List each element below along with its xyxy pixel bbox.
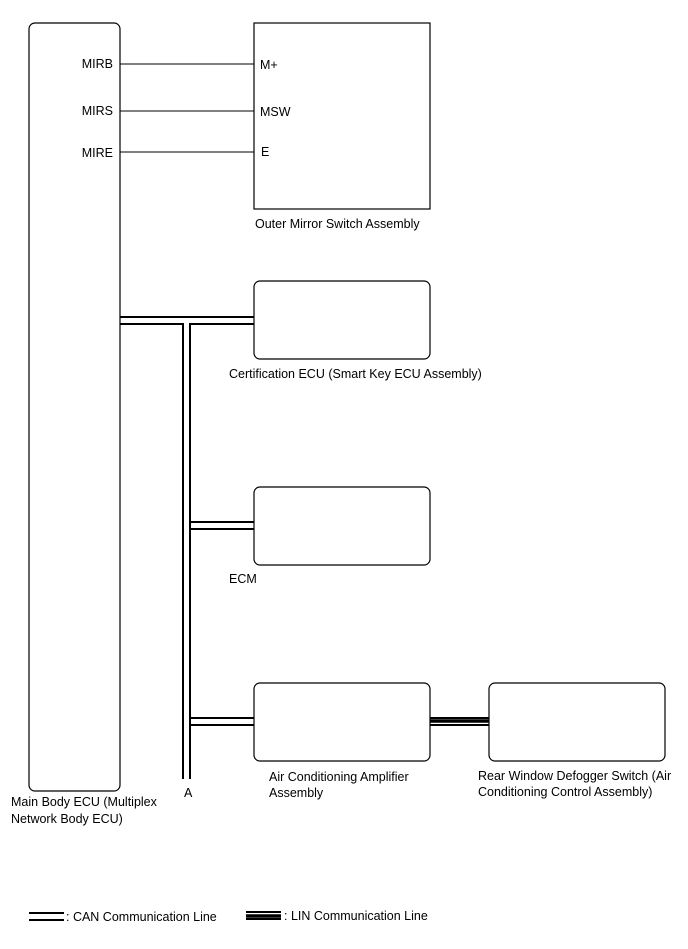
bus-end-label: A: [184, 786, 193, 800]
pin-label-e: E: [261, 145, 269, 159]
legend: : CAN Communication Line : LIN Communica…: [29, 909, 428, 924]
legend-lin-symbol: [246, 911, 281, 920]
main-body-ecu-box: [28, 22, 121, 792]
main-ecu-label-line1: Main Body ECU (Multiplex: [11, 795, 158, 809]
ac-amplifier-box: [253, 682, 431, 762]
defogger-switch-box: [488, 682, 666, 762]
mirror-signal-wires: [120, 63, 254, 153]
legend-can-label: : CAN Communication Line: [66, 910, 217, 924]
can-bus: [120, 316, 254, 779]
pin-label-msw: MSW: [260, 105, 291, 119]
main-ecu-label-line2: Network Body ECU): [11, 812, 123, 826]
legend-can-symbol: [29, 912, 64, 921]
pin-label-mirb: MIRB: [82, 57, 113, 71]
certification-ecu-label: Certification ECU (Smart Key ECU Assembl…: [229, 367, 482, 381]
can-bus-main-outer: [120, 323, 184, 779]
certification-ecu-box: [253, 280, 431, 360]
pin-label-mirs: MIRS: [82, 104, 113, 118]
defogger-switch-label-line2: Conditioning Control Assembly): [478, 785, 652, 799]
pin-label-m-plus: M+: [260, 58, 278, 72]
can-bus-main-inner: [189, 323, 254, 779]
outer-mirror-switch-box: [253, 22, 431, 210]
defogger-switch-label-line1: Rear Window Defogger Switch (Air: [478, 769, 671, 783]
pin-label-mire: MIRE: [82, 146, 113, 160]
ac-amplifier-label-line2: Assembly: [269, 786, 324, 800]
ecm-box: [253, 486, 431, 566]
ecm-label: ECM: [229, 572, 257, 586]
mirror-switch-label: Outer Mirror Switch Assembly: [255, 217, 420, 231]
ac-amplifier-label-line1: Air Conditioning Amplifier: [269, 770, 409, 784]
legend-lin-label: : LIN Communication Line: [284, 909, 428, 923]
lin-line: [430, 717, 489, 726]
